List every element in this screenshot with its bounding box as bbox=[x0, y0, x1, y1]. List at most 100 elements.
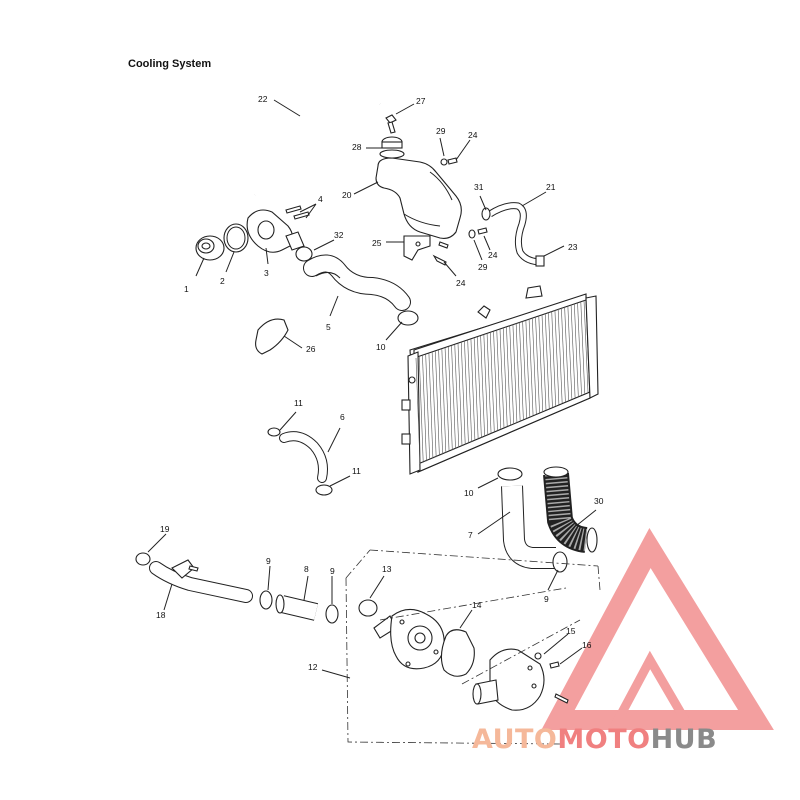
watermark-logo bbox=[541, 527, 774, 730]
callout-26: 26 bbox=[306, 344, 316, 354]
radiator-fin bbox=[438, 350, 443, 455]
radiator-fin bbox=[496, 330, 502, 430]
radiator-fin bbox=[473, 337, 479, 440]
pump-cover bbox=[472, 648, 545, 711]
bolt-15 bbox=[534, 652, 569, 704]
gasket-14 bbox=[440, 629, 475, 677]
callout-28: 28 bbox=[352, 142, 362, 152]
callout-32: 32 bbox=[334, 230, 344, 240]
lower-hose-7 bbox=[497, 467, 568, 573]
radiator-fin bbox=[567, 305, 573, 399]
callout-24a: 24 bbox=[468, 130, 478, 140]
radiator-fin bbox=[580, 301, 586, 394]
radiator-fin bbox=[541, 314, 547, 411]
radiator-fin bbox=[451, 345, 456, 449]
radiator-fin bbox=[422, 355, 427, 462]
radiator-fin bbox=[522, 321, 527, 419]
watermark-moto: MOTO bbox=[557, 724, 650, 755]
diagram-title: Cooling System bbox=[128, 58, 212, 70]
clamp-32 bbox=[295, 246, 313, 262]
radiator-fin bbox=[538, 315, 544, 412]
radiator-fin bbox=[454, 344, 460, 448]
callout-21: 21 bbox=[546, 182, 556, 192]
radiator-fin bbox=[415, 357, 421, 465]
radiator-fin bbox=[535, 316, 540, 413]
water-pump bbox=[373, 608, 445, 670]
callout-29a: 29 bbox=[436, 126, 446, 136]
callout-24c: 24 bbox=[456, 278, 466, 288]
callout-12: 12 bbox=[308, 662, 318, 672]
callout-6: 6 bbox=[340, 412, 345, 422]
callout-11a: 11 bbox=[294, 398, 303, 408]
callout-4: 4 bbox=[318, 194, 323, 204]
callout-9a: 9 bbox=[266, 556, 271, 566]
assembly-boundary-12 bbox=[345, 549, 601, 745]
callout-14: 14 bbox=[472, 600, 482, 610]
radiator-fin bbox=[448, 346, 453, 451]
watermark-text: AUTOMOTOHUB bbox=[472, 724, 717, 755]
callout-30: 30 bbox=[594, 496, 604, 506]
leader-lines bbox=[147, 99, 597, 679]
watermark-hub: HUB bbox=[651, 724, 718, 755]
radiator-fin bbox=[499, 328, 505, 429]
callout-numbers: 1 2 3 4 5 6 7 8 9 9 9 10 10 11 11 12 13 … bbox=[156, 94, 604, 672]
radiator-fin bbox=[506, 326, 511, 426]
radiator-fin bbox=[554, 310, 560, 405]
fitting-27 bbox=[385, 114, 397, 134]
callout-20: 20 bbox=[342, 190, 352, 200]
thermostat-1 bbox=[195, 235, 225, 261]
radiator-fin bbox=[493, 331, 498, 431]
o-ring-13 bbox=[358, 599, 378, 617]
callout-23: 23 bbox=[568, 242, 578, 252]
radiator-fin bbox=[509, 325, 514, 424]
clamp-10-upper bbox=[397, 310, 419, 326]
callout-24b: 24 bbox=[488, 250, 498, 260]
thermostat-housing-3 bbox=[246, 209, 305, 253]
radiator-fin bbox=[577, 302, 582, 395]
callout-16: 16 bbox=[582, 640, 592, 650]
radiator-fin bbox=[460, 342, 466, 445]
radiator-fin bbox=[457, 343, 463, 447]
radiator-fin bbox=[470, 339, 476, 441]
radiator-fin bbox=[480, 335, 485, 437]
callout-10a: 10 bbox=[376, 342, 386, 352]
callout-27: 27 bbox=[416, 96, 426, 106]
radiator-fin bbox=[548, 312, 553, 408]
radiator-fin bbox=[490, 332, 495, 433]
radiator-fin bbox=[544, 313, 550, 409]
radiator-fin bbox=[519, 322, 524, 420]
svg-text:AUTOMOTOHUB: AUTOMOTOHUB bbox=[472, 724, 717, 755]
o-ring-19 bbox=[135, 552, 151, 566]
callout-29b: 29 bbox=[478, 262, 488, 272]
radiator-fin bbox=[435, 351, 440, 456]
radiator-fin bbox=[583, 299, 589, 393]
callout-19: 19 bbox=[160, 524, 170, 534]
radiator-fin bbox=[570, 304, 576, 398]
callout-22: 22 bbox=[258, 94, 268, 104]
heat-shield-26 bbox=[255, 318, 289, 355]
radiator-fin bbox=[428, 353, 434, 459]
callout-9b: 9 bbox=[330, 566, 335, 576]
radiator-fin bbox=[561, 307, 566, 402]
callout-15: 15 bbox=[566, 626, 576, 636]
callout-3: 3 bbox=[264, 268, 269, 278]
radiator-fin bbox=[467, 340, 472, 442]
reservoir-cap-28 bbox=[379, 136, 405, 159]
radiator-fin bbox=[551, 311, 556, 406]
radiator-fin bbox=[431, 352, 437, 458]
radiator bbox=[401, 285, 599, 475]
upper-hose-5 bbox=[303, 254, 411, 311]
callout-13: 13 bbox=[382, 564, 392, 574]
radiator-fins bbox=[415, 299, 589, 465]
radiator-fin bbox=[441, 349, 447, 453]
bolts-4 bbox=[285, 205, 310, 220]
air-duct-30 bbox=[543, 466, 598, 553]
radiator-fin bbox=[486, 333, 492, 434]
bypass-hose-6 bbox=[267, 427, 333, 496]
radiator-fin bbox=[464, 341, 469, 444]
radiator-fin bbox=[418, 356, 424, 463]
callout-5: 5 bbox=[326, 322, 331, 332]
callout-8: 8 bbox=[304, 564, 309, 574]
radiator-fin bbox=[477, 336, 482, 438]
